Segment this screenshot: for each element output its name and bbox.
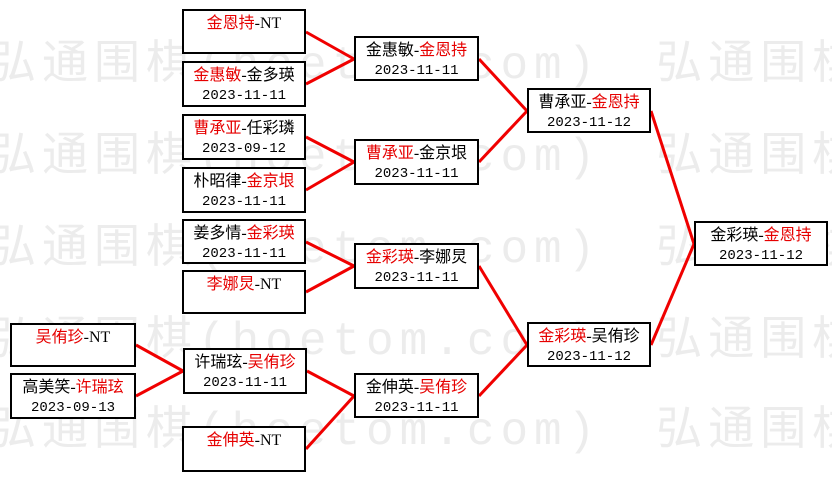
match-date: 2023-11-11: [201, 194, 286, 210]
player-loser: 高美笑-: [22, 379, 76, 396]
match-date: 2023-11-11: [374, 270, 459, 286]
match-box-qf5: 姜多情-金彩瑛 2023-11-11: [182, 219, 306, 264]
player-winner: 李娜炅: [206, 276, 255, 293]
matchup: 曹承亚-金京垠: [356, 143, 477, 164]
match-date: 2023-11-11: [374, 166, 459, 182]
player-winner: 吴侑珍: [35, 329, 84, 346]
matchup: 金惠敏-金多瑛: [184, 65, 304, 86]
matchup: 金彩瑛-金恩持: [696, 225, 826, 246]
player-loser: -吴侑珍: [586, 328, 640, 345]
match-box-r2d: 金伸英-吴侑珍 2023-11-11: [354, 373, 479, 418]
watermark-text: 弘通围棋(hoetom.com): [656, 406, 832, 458]
player-loser: -NT: [254, 276, 282, 293]
match-box-r2c: 金彩瑛-李娜炅 2023-11-11: [354, 243, 479, 289]
player-loser: 金伸英-: [365, 379, 420, 396]
player-loser: -任彩璘: [241, 120, 295, 137]
player-winner: 金伸英: [206, 432, 255, 449]
player-loser: 姜多情-: [193, 225, 247, 242]
player-loser: 金惠敏-: [365, 42, 420, 59]
matchup: 吴侑珍-NT: [12, 327, 134, 348]
matchup: 曹承亚-金恩持: [529, 92, 649, 113]
player-winner: 金惠敏: [193, 67, 242, 84]
player-winner: 曹承亚: [365, 145, 414, 162]
match-date: 2023-11-11: [201, 88, 286, 104]
match-box-qf6: 李娜炅-NT: [182, 270, 306, 314]
match-date: 2023-11-11: [374, 400, 459, 416]
match-box-final: 金彩瑛-金恩持 2023-11-12: [694, 221, 828, 266]
matchup: 朴昭律-金京垠: [184, 171, 304, 192]
watermark-text: 弘通围棋(hoetom.com): [656, 316, 832, 368]
match-box-qf2: 金惠敏-金多瑛 2023-11-11: [182, 61, 306, 107]
player-winner: 曹承亚: [193, 120, 242, 137]
matchup: 金惠敏-金恩持: [356, 40, 477, 61]
match-box-qf1: 金恩持-NT: [182, 9, 306, 54]
player-winner: 许瑞玹: [75, 379, 124, 396]
player-loser: 许瑞玹-: [194, 354, 248, 371]
matchup: 金伸英-NT: [184, 430, 304, 451]
player-winner: 金彩瑛: [246, 225, 295, 242]
player-loser: -NT: [254, 15, 282, 32]
player-loser: 金彩瑛-: [710, 227, 764, 244]
player-winner: 金恩持: [419, 42, 468, 59]
player-winner: 金恩持: [591, 94, 640, 111]
player-winner: 金京垠: [246, 173, 295, 190]
match-date: 2023-11-11: [374, 63, 459, 79]
match-box-pre1: 吴侑珍-NT: [10, 323, 136, 367]
matchup: 姜多情-金彩瑛: [184, 223, 304, 244]
matchup: 曹承亚-任彩璘: [184, 118, 304, 139]
match-box-qf3: 曹承亚-任彩璘 2023-09-12: [182, 114, 306, 160]
match-box-r2a: 金惠敏-金恩持 2023-11-11: [354, 36, 479, 81]
match-date: 2023-11-12: [718, 248, 803, 264]
matchup: 金彩瑛-李娜炅: [356, 247, 477, 268]
matchup: 许瑞玹-吴侑珍: [185, 352, 305, 373]
player-loser: -金多瑛: [241, 67, 295, 84]
match-date: 2023-11-12: [546, 349, 631, 365]
player-winner: 金彩瑛: [365, 249, 414, 266]
watermark-text: 弘通围棋(hoetom.com): [656, 132, 832, 184]
matchup: 金伸英-吴侑珍: [356, 377, 477, 398]
match-date: 2023-11-12: [546, 115, 631, 131]
match-date: 2023-11-11: [201, 246, 286, 262]
player-winner: 金彩瑛: [538, 328, 587, 345]
watermark-text: 弘通围棋(hoetom.com): [656, 40, 832, 92]
match-box-qf8: 金伸英-NT: [182, 426, 306, 472]
player-loser: -NT: [254, 432, 282, 449]
player-loser: 曹承亚-: [538, 94, 592, 111]
matchup: 金恩持-NT: [184, 13, 304, 34]
player-winner: 金恩持: [763, 227, 812, 244]
player-winner: 吴侑珍: [419, 379, 468, 396]
player-loser: -李娜炅: [413, 249, 468, 266]
matchup: 李娜炅-NT: [184, 274, 304, 295]
match-box-r2b: 曹承亚-金京垠 2023-11-11: [354, 139, 479, 185]
match-date: 2023-09-12: [201, 141, 286, 157]
player-winner: 金恩持: [206, 15, 255, 32]
match-box-sf2: 金彩瑛-吴侑珍 2023-11-12: [527, 322, 651, 367]
player-loser: -NT: [83, 329, 111, 346]
match-box-qf7: 许瑞玹-吴侑珍 2023-11-11: [183, 348, 307, 394]
match-date: 2023-09-13: [30, 400, 115, 416]
matchup: 金彩瑛-吴侑珍: [529, 326, 649, 347]
player-loser: -金京垠: [413, 145, 468, 162]
matchup: 高美笑-许瑞玹: [12, 377, 134, 398]
match-date: 2023-11-11: [202, 375, 287, 391]
match-box-pre2: 高美笑-许瑞玹 2023-09-13: [10, 373, 136, 419]
match-box-qf4: 朴昭律-金京垠 2023-11-11: [182, 167, 306, 213]
match-box-sf1: 曹承亚-金恩持 2023-11-12: [527, 88, 651, 133]
player-loser: 朴昭律-: [193, 173, 247, 190]
player-winner: 吴侑珍: [247, 354, 296, 371]
